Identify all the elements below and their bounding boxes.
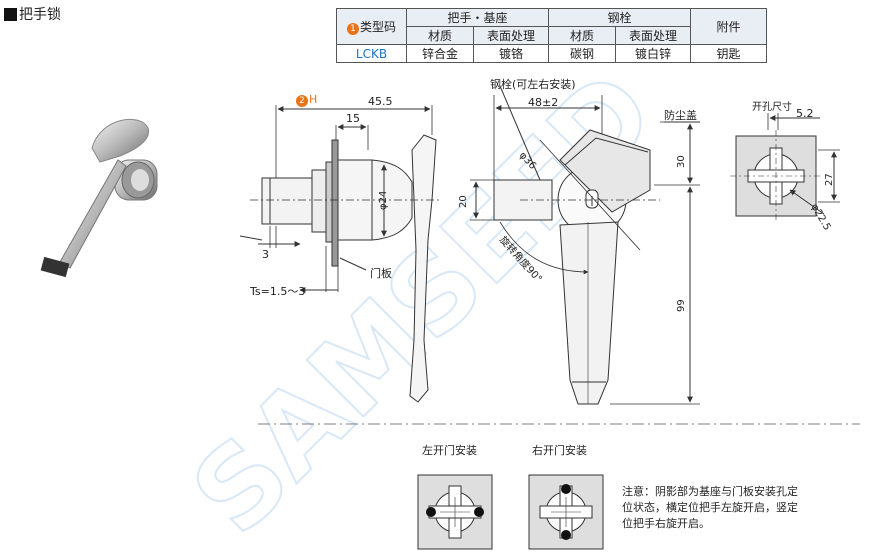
left-open-label: 左开门安装 — [422, 444, 477, 457]
dim-5-2: 5.2 — [796, 107, 814, 120]
ts-label: Ts=1.5～3 — [250, 285, 306, 298]
left-open-diagram — [417, 474, 493, 550]
dia-24: φ24 — [378, 190, 389, 210]
front-view — [470, 85, 700, 405]
right-open-label: 右开门安装 — [532, 444, 587, 457]
table-cell: 碳钢 — [548, 44, 616, 63]
door-panel-label: 门板 — [370, 267, 392, 280]
hole-size-diagram — [730, 113, 840, 222]
dim-99: 99 — [676, 299, 687, 312]
hole-size-label: 开孔尺寸 — [752, 102, 792, 113]
handle-base-header: 把手・基座 — [406, 8, 549, 27]
dim-45-5: 45.5 — [368, 95, 393, 108]
sub-header: 表面处理 — [615, 26, 691, 45]
title-text: 把手锁 — [19, 7, 61, 23]
table-cell: 钥匙 — [690, 44, 767, 63]
dim-15: 15 — [346, 112, 360, 125]
table-cell: 镀白锌 — [615, 44, 691, 63]
type-code-badge: 1 — [346, 23, 359, 35]
type-code-cell: LCKB — [336, 44, 407, 63]
bolt-note-label: 钢栓(可左右安装) — [490, 78, 576, 91]
h-badge: 2 — [296, 95, 308, 107]
dim-3: 3 — [262, 248, 269, 261]
sub-header: 材质 — [548, 26, 616, 45]
accessory-header: 附件 — [690, 8, 767, 45]
product-photo — [40, 118, 158, 278]
title-square-icon — [4, 7, 17, 21]
table-cell: 锌合金 — [406, 44, 474, 63]
dim-30: 30 — [676, 155, 687, 168]
page-title: 把手锁 — [4, 4, 61, 24]
side-view — [239, 105, 440, 403]
right-open-diagram — [528, 474, 604, 550]
dim-27: 27 — [824, 173, 835, 186]
install-note: 注意：阴影部为基座与门板安装孔定位状态，横定位把手左旋开启，竖定位把手右旋开启。 — [622, 485, 798, 530]
sub-header: 材质 — [406, 26, 474, 45]
dim-20: 20 — [458, 195, 469, 208]
dust-cover-label: 防尘盖 — [664, 109, 697, 122]
dim-48: 48±2 — [528, 96, 559, 109]
